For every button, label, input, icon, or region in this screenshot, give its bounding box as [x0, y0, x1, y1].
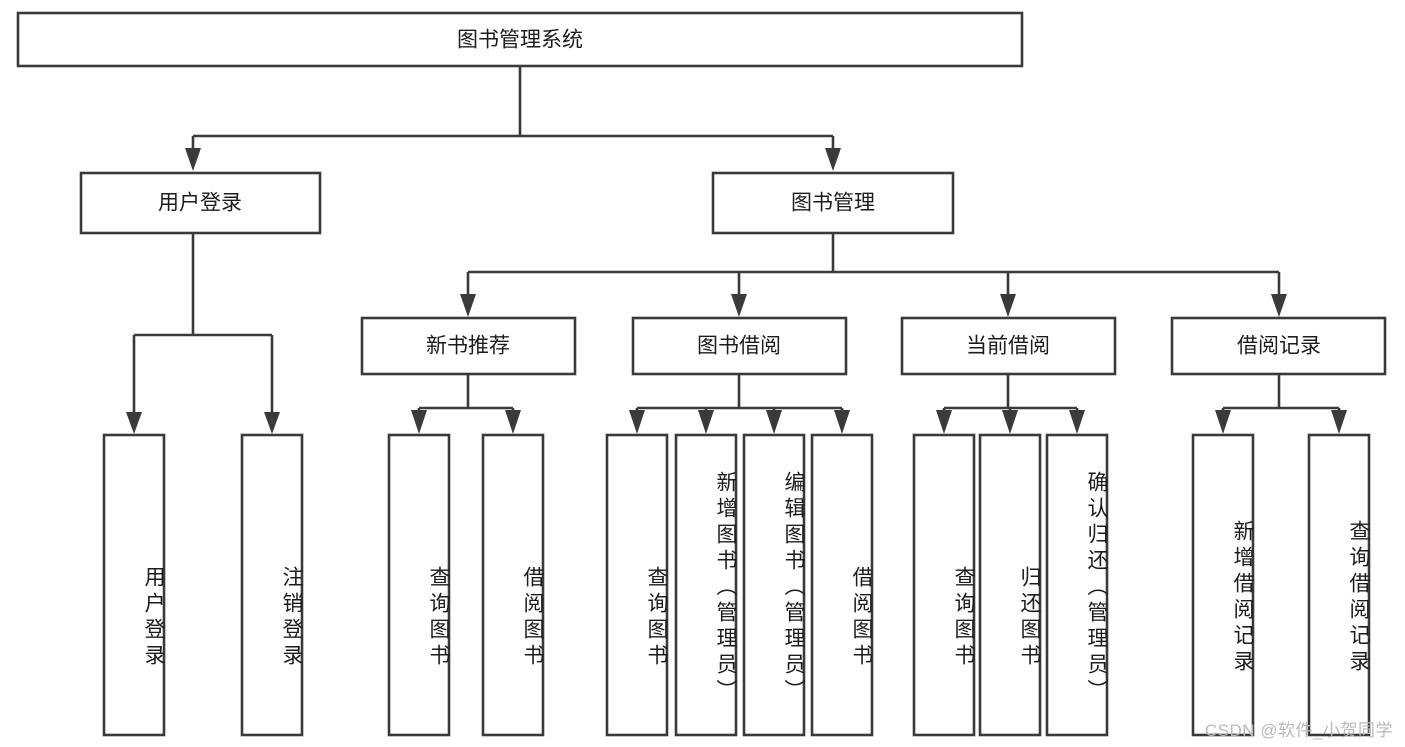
watermark: CSDN @软件_小贺同学	[1204, 721, 1393, 740]
node-book-management[interactable]: 图书管理	[711, 171, 955, 235]
connector-borrowrecord-to-leaves	[1215, 374, 1347, 434]
leaf-box-query-record[interactable]	[1307, 433, 1371, 737]
node-box[interactable]	[631, 316, 848, 376]
arrow-icon	[834, 410, 850, 434]
arrow-icon	[505, 410, 521, 434]
node-label: 用户登录	[158, 192, 242, 215]
leaf-box-add-book[interactable]	[674, 433, 738, 737]
arrow-icon	[1331, 410, 1347, 434]
node-user-login[interactable]: 用户登录	[79, 171, 322, 235]
arrow-icon	[411, 410, 427, 434]
arrow-icon	[766, 410, 782, 434]
leaf-box-confirm-return[interactable]	[1045, 433, 1109, 737]
arrow-icon	[1069, 410, 1085, 434]
node-label: 图书管理系统	[457, 29, 583, 52]
arrow-icon	[936, 410, 952, 434]
node-box[interactable]	[711, 171, 955, 235]
node-label: 借阅记录	[1237, 335, 1321, 358]
arrow-icon	[185, 148, 201, 171]
node-box[interactable]	[1170, 316, 1387, 376]
arrow-icon	[1002, 410, 1018, 434]
arrow-icon	[1271, 294, 1287, 317]
leaf-box-query-book-bb[interactable]	[605, 433, 669, 737]
node-new-book-recommend[interactable]: 新书推荐	[360, 316, 577, 376]
node-label: 图书借阅	[697, 335, 781, 358]
arrow-icon	[264, 412, 280, 434]
node-box[interactable]	[79, 171, 322, 235]
node-borrow-record[interactable]: 借阅记录	[1170, 316, 1387, 376]
node-root[interactable]: 图书管理系统	[16, 11, 1024, 68]
arrow-icon	[629, 410, 645, 434]
connector-bookborrow-to-leaves	[629, 374, 850, 434]
leaf-box-query-book-nb[interactable]	[387, 433, 451, 737]
connector-userlogin-to-leaves	[126, 233, 280, 434]
leaf-box-add-record[interactable]	[1191, 433, 1255, 737]
node-box[interactable]	[16, 11, 1024, 68]
arrow-icon	[1000, 294, 1016, 317]
node-box[interactable]	[360, 316, 577, 376]
leaf-box-borrow-book-bb[interactable]	[810, 433, 874, 737]
arrow-icon	[460, 294, 476, 317]
connector-bookmgmt-to-level3	[460, 233, 1287, 317]
node-box[interactable]	[900, 316, 1117, 376]
node-current-borrow[interactable]: 当前借阅	[900, 316, 1117, 376]
arrow-icon	[825, 148, 841, 171]
node-label: 当前借阅	[966, 335, 1050, 358]
connector-currentborrow-to-leaves	[936, 374, 1085, 434]
leaf-box-return-book[interactable]	[978, 433, 1042, 737]
arrow-icon	[126, 412, 142, 434]
arrow-icon	[731, 294, 747, 317]
connector-newbook-to-leaves	[411, 374, 521, 434]
leaf-box-borrow-book-nb[interactable]	[481, 433, 545, 737]
leaf-box-user-login[interactable]	[102, 433, 166, 737]
node-book-borrow[interactable]: 图书借阅	[631, 316, 848, 376]
connector-root-to-level2	[185, 66, 841, 171]
arrow-icon	[1215, 410, 1231, 434]
leaf-box-edit-book[interactable]	[742, 433, 806, 737]
leaf-box-logout[interactable]	[240, 433, 304, 737]
node-label: 图书管理	[791, 192, 875, 215]
leaf-box-query-book-cb[interactable]	[912, 433, 976, 737]
node-label: 新书推荐	[426, 335, 510, 358]
arrow-icon	[698, 410, 714, 434]
